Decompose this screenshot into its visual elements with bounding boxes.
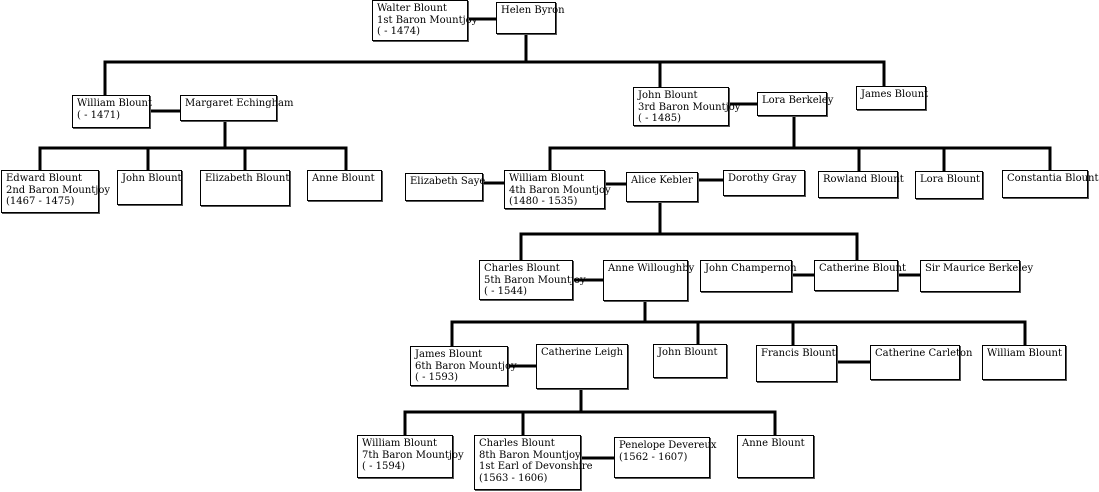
person-text-line: John Blount [658, 347, 718, 358]
person-text-line: Alice Kebler [631, 175, 693, 186]
person-box-james-blount-elder: James Blount [856, 86, 929, 110]
person-text-line: ( - 1593) [415, 372, 458, 383]
person-box-rowland-blount: Rowland Blount [818, 171, 904, 198]
person-text-line: Sir Maurice Berkeley [925, 263, 1034, 274]
person-text-line: Lora Berkeley [762, 95, 834, 106]
person-text-line: William Blount [362, 438, 437, 449]
person-text-line: Anne Willoughby [608, 263, 695, 274]
person-box-william-blount-1471: William Blount( - 1471) [72, 95, 152, 128]
person-box-lora-berkeley: Lora Berkeley [757, 92, 834, 116]
person-box-lora-blount: Lora Blount [915, 171, 983, 199]
person-box-anne-willoughby: Anne Willoughby [603, 260, 695, 301]
person-text-line: John Blount [122, 173, 182, 184]
person-box-anne-blount-b: Anne Blount [737, 435, 814, 478]
person-box-catherine-carleton: Catherine Carleton [870, 345, 973, 380]
person-text-line: William Blount [987, 348, 1062, 359]
person-box-elizabeth-blount: Elizabeth Blount [200, 170, 290, 206]
person-text-line: 5th Baron Mountjoy [484, 274, 586, 286]
person-text-line: Elizabeth Blount [205, 173, 290, 184]
person-text-line: (1562 - 1607) [619, 451, 688, 463]
person-text-line: Catherine Blount [819, 263, 906, 274]
person-text-line: Anne Blount [742, 438, 805, 449]
person-text-line: Francis Blount [761, 348, 836, 359]
person-text-line: ( - 1544) [484, 286, 527, 297]
person-text-line: 3rd Baron Mountjoy [638, 101, 741, 113]
person-text-line: Catherine Carleton [875, 348, 973, 359]
person-text-line: 2nd Baron Mountjoy [6, 184, 111, 196]
person-text-line: 8th Baron Mountjoy [479, 449, 581, 461]
person-text-line: ( - 1594) [362, 461, 405, 472]
person-text-line: Walter Blount [377, 3, 447, 14]
person-box-william-blount-b: William Blount [982, 345, 1066, 380]
person-text-line: (1563 - 1606) [479, 472, 548, 484]
person-text-line: 1st Baron Mountjoy [377, 14, 478, 26]
person-box-constantia-blount: Constantia Blount [1002, 170, 1099, 198]
person-text-line: James Blount [415, 349, 483, 360]
person-box-john-blount-b: John Blount [653, 344, 727, 378]
person-box-dorothy-gray: Dorothy Gray [723, 170, 805, 196]
person-text-line: James Blount [861, 89, 929, 100]
person-text-line: Charles Blount [484, 263, 560, 274]
person-box-francis-blount: Francis Blount [756, 345, 837, 382]
person-box-john-blount-a: John Blount [117, 170, 182, 205]
person-text-line: Catherine Leigh [541, 347, 624, 358]
person-box-anne-blount-a: Anne Blount [307, 170, 382, 201]
person-box-john-champernon: John Champernon [700, 260, 797, 292]
person-text-line: ( - 1474) [377, 26, 420, 37]
person-text-line: William Blount [77, 98, 152, 109]
person-box-catherine-blount: Catherine Blount [814, 260, 906, 291]
person-text-line: Dorothy Gray [728, 173, 797, 184]
person-box-sir-maurice-berkeley: Sir Maurice Berkeley [920, 260, 1034, 292]
person-text-line: Elizabeth Saye [410, 176, 486, 187]
person-box-alice-kebler: Alice Kebler [626, 172, 698, 202]
person-text-line: Constantia Blount [1007, 173, 1099, 184]
person-text-line: John Champernon [705, 263, 797, 274]
person-text-line: Lora Blount [920, 174, 981, 185]
person-box-penelope-devereux: Penelope Devereux(1562 - 1607) [614, 437, 717, 478]
person-text-line: 6th Baron Mountjoy [415, 360, 517, 372]
person-text-line: (1480 - 1535) [509, 196, 578, 207]
person-text-line: 7th Baron Mountjoy [362, 449, 464, 461]
person-box-elizabeth-saye: Elizabeth Saye [405, 173, 486, 201]
person-text-line: Anne Blount [312, 173, 375, 184]
person-text-line: ( - 1485) [638, 113, 681, 124]
person-text-line: ( - 1471) [77, 109, 120, 121]
person-text-line: (1467 - 1475) [6, 196, 75, 207]
person-box-catherine-leigh: Catherine Leigh [536, 344, 628, 389]
person-text-line: Penelope Devereux [619, 440, 717, 451]
person-text-line: Charles Blount [479, 438, 555, 449]
person-text-line: Margaret Echingham [185, 98, 294, 109]
person-box-helen-byron: Helen Byron [496, 2, 565, 34]
person-text-line: 1st Earl of Devonshire [479, 461, 593, 472]
person-text-line: Rowland Blount [823, 174, 904, 185]
person-text-line: William Blount [509, 173, 584, 184]
person-text-line: 4th Baron Mountjoy [509, 184, 611, 196]
person-text-line: John Blount [638, 90, 698, 101]
person-text-line: Helen Byron [501, 5, 565, 16]
person-text-line: Edward Blount [6, 173, 83, 184]
person-box-margaret-echingham: Margaret Echingham [180, 95, 294, 121]
